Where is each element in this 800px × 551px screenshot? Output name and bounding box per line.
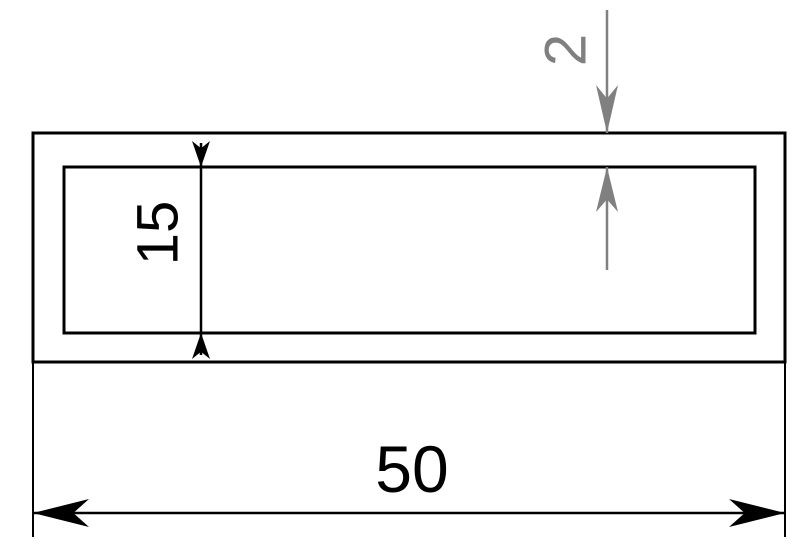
arrowhead-down-2 [596, 85, 618, 133]
arrowhead-left-50 [33, 499, 89, 527]
dimension-thickness-2: 2 [534, 10, 618, 270]
dimension-value-15: 15 [126, 201, 191, 266]
profile-geometry [31, 131, 787, 364]
arrowhead-up-15 [192, 141, 210, 167]
dimension-value-50: 50 [375, 432, 448, 506]
outer-profile-rectangle [31, 131, 787, 364]
arrowhead-right-50 [729, 499, 785, 527]
inner-cavity-rectangle [62, 165, 757, 335]
arrowhead-down-15 [192, 333, 210, 359]
arrowhead-up-2 [596, 167, 618, 212]
dimension-width-50: 50 [32, 362, 786, 537]
dimension-value-2: 2 [534, 34, 599, 66]
dimension-height-15: 15 [126, 141, 210, 359]
